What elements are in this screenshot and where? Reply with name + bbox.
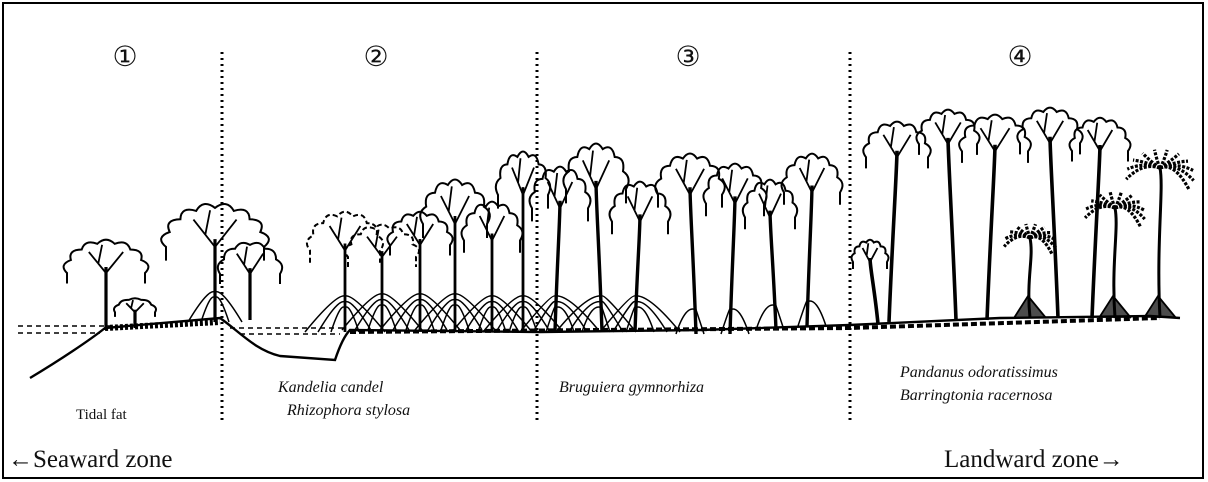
tree bbox=[655, 154, 725, 334]
tree bbox=[420, 180, 490, 330]
zone-number-4: ④ bbox=[990, 40, 1050, 73]
tree bbox=[743, 180, 797, 330]
tree bbox=[703, 164, 766, 334]
tree bbox=[851, 240, 888, 324]
water-line bbox=[18, 326, 345, 334]
zone-1-label: Tidal fat bbox=[76, 407, 127, 424]
landward-direction-label: Landward zone→ bbox=[944, 446, 1124, 474]
zone-dividers bbox=[222, 52, 850, 422]
tree bbox=[218, 243, 282, 320]
zone-4-species-1: Pandanus odoratissimus bbox=[900, 361, 1058, 384]
tree bbox=[307, 212, 383, 332]
zone-number-2: ② bbox=[346, 40, 406, 73]
zone-4-species-2: Barringtonia racernosa bbox=[900, 384, 1052, 407]
zone-number-1: ① bbox=[95, 40, 155, 73]
zone-2-species-2: Rhizophora stylosa bbox=[287, 399, 410, 422]
tree bbox=[782, 154, 843, 326]
zone-2-species-1: Kandelia candel bbox=[278, 376, 383, 399]
seaward-direction-label: ←Seaward zone bbox=[8, 446, 173, 474]
palm-tree bbox=[1004, 224, 1056, 318]
tree bbox=[161, 204, 269, 322]
tree bbox=[1070, 118, 1131, 318]
zone-3-species-1: Bruguiera gymnorhiza bbox=[559, 376, 704, 399]
zone-number-3: ③ bbox=[658, 40, 718, 73]
palm-tree bbox=[1126, 150, 1193, 318]
